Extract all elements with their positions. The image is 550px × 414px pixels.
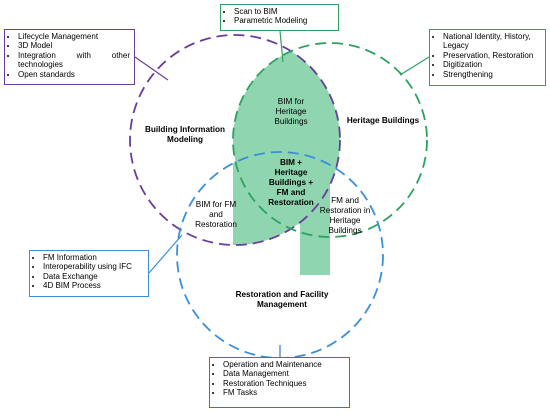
heritage-fm-label: FM and Restoration in Heritage Buildings [319, 196, 371, 235]
list-item: 4D BIM Process [43, 281, 144, 290]
fm-tasks-box: Operation and Maintenance Data Managemen… [209, 357, 350, 408]
list-item: Data Exchange [43, 272, 144, 281]
heritage-circle-label: Heritage Buildings [346, 116, 420, 125]
list-item: Parametric Modeling [234, 16, 334, 25]
bim-features-box: Lifecycle Management 3D Model Integratio… [4, 29, 135, 85]
bim-heritage-shading [233, 43, 340, 275]
bim-fm-label: BIM for FM and Restoration [195, 200, 237, 229]
heritage-methods-box: Scan to BIM Parametric Modeling [220, 4, 339, 31]
list-item: FM Information [43, 253, 144, 262]
list-item: FM Tasks [223, 388, 345, 397]
connector-lines [134, 30, 430, 357]
center-label: BIM + Heritage Buildings + FM and Restor… [268, 158, 314, 207]
list-item: National Identity, History, Legacy [443, 32, 541, 51]
bim-circle [129, 34, 341, 246]
bim-heritage-label: BIM for Heritage Buildings [274, 97, 308, 126]
list-item: Interoperability using IFC [43, 262, 144, 271]
list-item: Operation and Maintenance [223, 360, 345, 369]
list-item: Restoration Techniques [223, 379, 345, 388]
list-item: Digitization [443, 60, 541, 69]
list-item: Data Management [223, 369, 345, 378]
list-item: Strengthening [443, 70, 541, 79]
heritage-circle [232, 42, 428, 238]
list-item: 3D Model [18, 41, 130, 50]
list-item: Scan to BIM [234, 7, 334, 16]
fm-circle-label: Restoration and Facility Management [235, 290, 329, 309]
fm-information-box: FM Information Interoperability using IF… [29, 250, 149, 297]
list-item: Integration with other technologies [18, 51, 130, 70]
list-item: Lifecycle Management [18, 32, 130, 41]
heritage-features-box: National Identity, History, Legacy Prese… [429, 29, 546, 86]
list-item: Preservation, Restoration [443, 51, 541, 60]
list-item: Open standards [18, 70, 130, 79]
bim-circle-label: Building Information Modeling [144, 125, 226, 144]
